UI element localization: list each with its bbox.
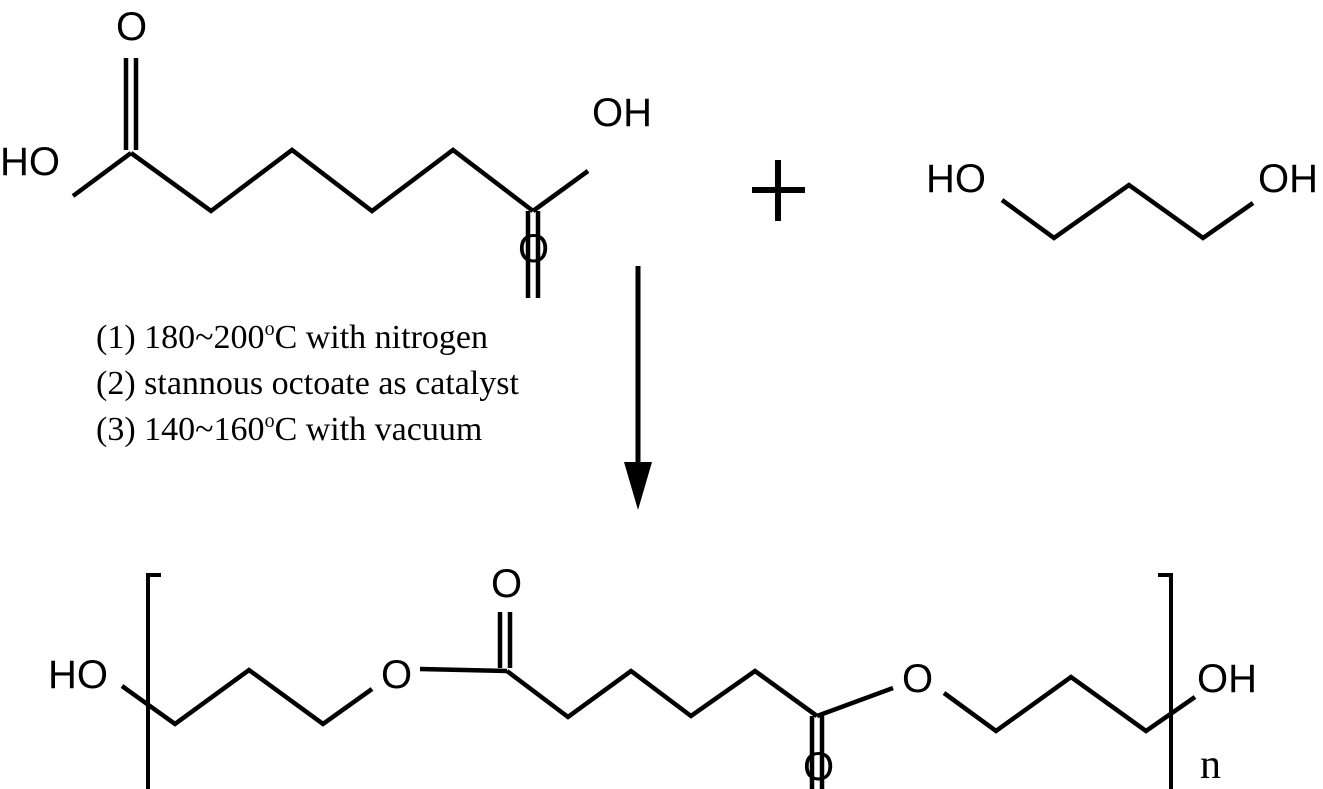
adipic-acid-structure: O HO OH O (0, 5, 652, 298)
polyester-product-structure: HO O O O O OH n (48, 562, 1257, 789)
right-repeat-bracket (1158, 573, 1173, 789)
propanediol-hydroxyl-right: OH (1258, 157, 1318, 201)
propanediol-structure: HO OH (926, 157, 1318, 241)
adipate-chain (505, 668, 819, 720)
condition-step-3: (3) 140~160oC with vacuum (96, 410, 482, 448)
adipic-oxygen-bottom: O (518, 227, 549, 271)
product-end-hydroxyl-right: OH (1197, 657, 1257, 701)
left-repeat-bracket (146, 573, 161, 789)
single-bond-line (419, 666, 508, 674)
single-bond-line (816, 685, 894, 719)
repeat-unit-subscript: n (1200, 742, 1221, 788)
adipic-hydroxyl-right: OH (592, 91, 652, 135)
propanediol-hydroxyl-left: HO (926, 157, 986, 201)
product-ester-oxygen-right: O (902, 657, 933, 701)
plus-sign (752, 160, 805, 221)
product-ester-oxygen-left: O (381, 653, 412, 697)
propylene-chain-right (942, 674, 1197, 734)
carbon-chain (129, 147, 535, 214)
carbon-chain (1000, 182, 1255, 241)
reaction-arrow (624, 266, 652, 510)
propylene-chain-left (120, 667, 374, 727)
condition-step-2: (2) stannous octoate as catalyst (96, 365, 520, 402)
single-bond-line (71, 151, 133, 198)
single-bond-line (531, 169, 590, 213)
adipic-hydroxyl-left: HO (0, 140, 60, 184)
product-carbonyl-oxygen-bottom: O (803, 745, 834, 789)
condition-step-1: (1) 180~200oC with nitrogen (96, 318, 488, 356)
arrow-head-icon (624, 462, 652, 510)
product-end-hydroxyl-left: HO (48, 653, 108, 697)
adipic-oxygen-top: O (116, 5, 147, 49)
product-carbonyl-oxygen-top: O (491, 562, 522, 606)
reaction-conditions: (1) 180~200oC with nitrogen (2) stannous… (96, 318, 520, 448)
